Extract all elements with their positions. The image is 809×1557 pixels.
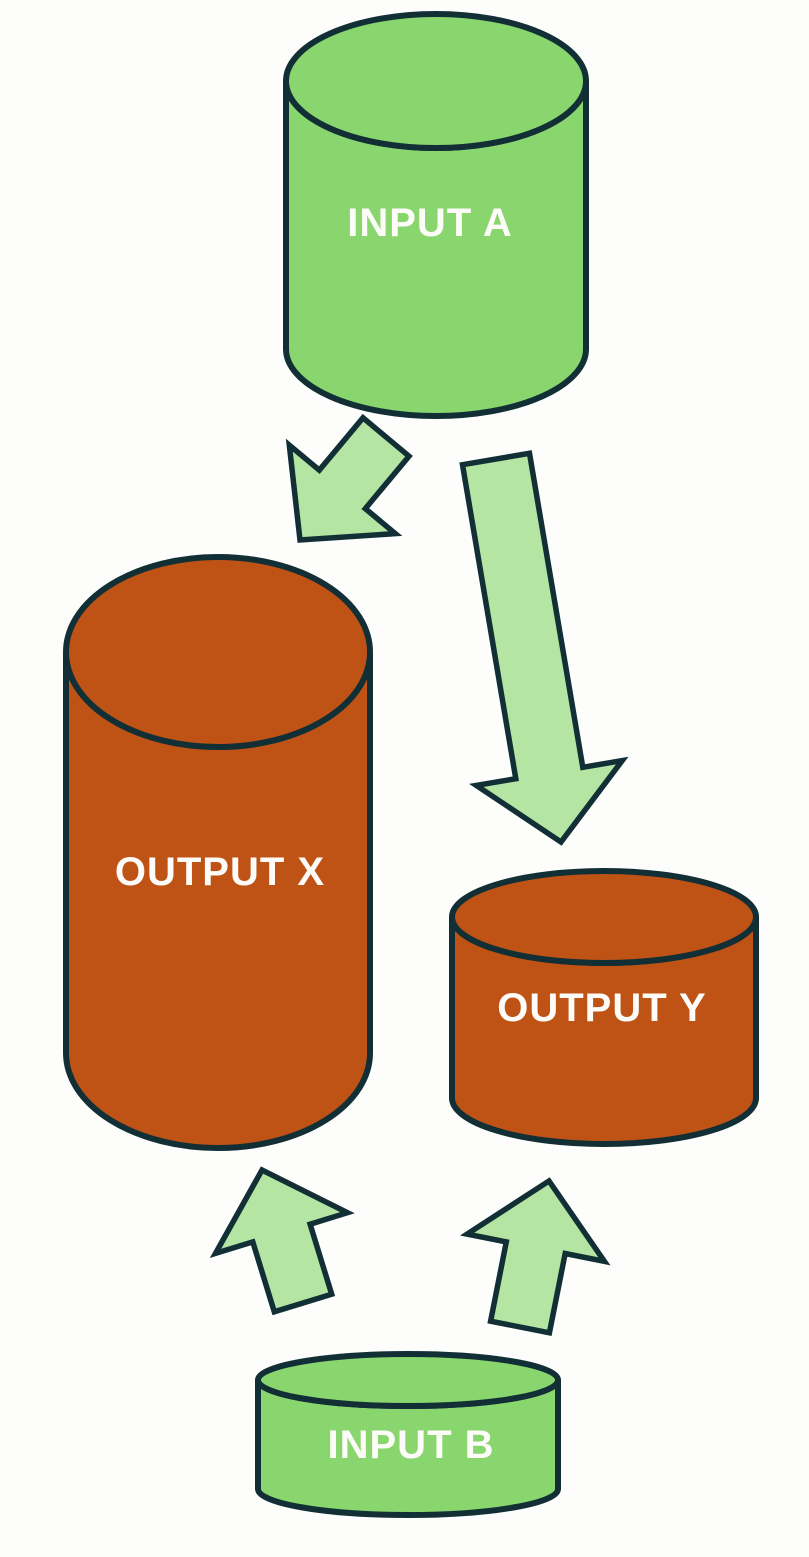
- input-b-cylinder: INPUT B: [255, 1351, 561, 1518]
- arrow-input-a-to-output-x: [285, 413, 413, 543]
- output-y-top: [449, 868, 759, 966]
- arrow-input-a-to-output-y: [459, 450, 629, 846]
- arrow-input-b-to-output-y: [459, 1177, 611, 1337]
- input-a-cylinder: INPUT A: [283, 11, 589, 419]
- input-b-label: INPUT B: [328, 1423, 495, 1467]
- output-y-label: OUTPUT Y: [497, 986, 707, 1030]
- output-x-label: OUTPUT X: [115, 850, 325, 894]
- input-a-label: INPUT A: [347, 201, 513, 245]
- output-x-top: [63, 554, 373, 750]
- output-x-cylinder: OUTPUT X: [63, 554, 373, 1151]
- input-b-top: [255, 1351, 561, 1409]
- input-a-top: [283, 11, 589, 151]
- output-y-cylinder: OUTPUT Y: [449, 868, 759, 1147]
- arrow-input-b-to-output-x: [209, 1166, 355, 1316]
